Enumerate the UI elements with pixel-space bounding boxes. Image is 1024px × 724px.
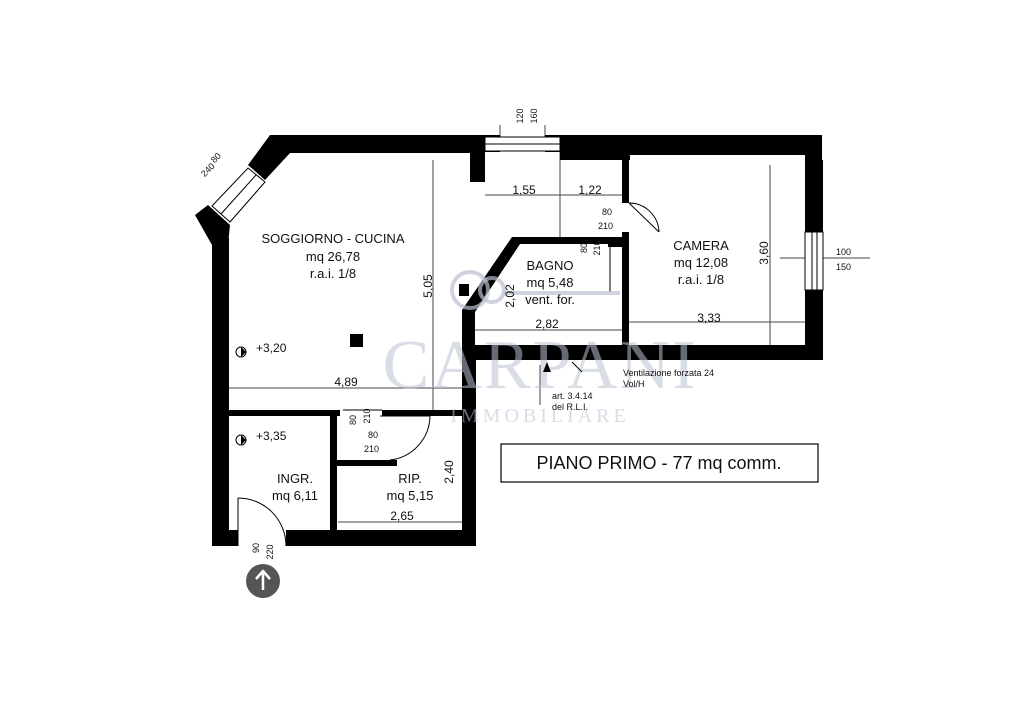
door-entry-b: 220 <box>265 544 275 559</box>
win-top-b: 160 <box>529 108 539 123</box>
win-top-a: 120 <box>515 108 525 123</box>
dim-3-33: 3,33 <box>697 311 721 325</box>
dim-2-02: 2,02 <box>503 284 517 308</box>
dim-1-55: 1,55 <box>512 183 536 197</box>
camera-area: mq 12,08 <box>674 255 728 270</box>
dim-4-89: 4,89 <box>334 375 358 389</box>
watermark-subtitle: IMMOBILIARE <box>450 405 630 427</box>
ripostiglio-name: RIP. <box>398 471 422 486</box>
camera-rai: r.a.i. 1/8 <box>678 272 724 287</box>
door-rip-b: 210 <box>364 444 379 454</box>
vent-leader <box>571 361 583 373</box>
vent-note-1: Ventilazione forzata 24 <box>623 368 714 378</box>
door-bagno-b: 210 <box>592 240 602 255</box>
watermark-brand: CARPANI <box>383 327 698 404</box>
door-bagno-a: 80 <box>579 243 589 253</box>
walls <box>195 135 823 546</box>
soggiorno-area: mq 26,78 <box>306 249 360 264</box>
doors <box>237 202 660 547</box>
door-rip-a: 80 <box>368 430 378 440</box>
level-entry: +3,35 <box>256 429 287 443</box>
level-marker-living <box>235 346 247 358</box>
bagno-name: BAGNO <box>527 258 574 273</box>
bagno-note: vent. for. <box>525 292 575 307</box>
camera-name: CAMERA <box>673 238 729 253</box>
ingresso-area: mq 6,11 <box>272 488 318 503</box>
art-note-1: art. 3.4.14 <box>552 391 593 401</box>
art-note-2: del R.L.I. <box>552 402 588 412</box>
dim-5-05: 5,05 <box>421 274 435 298</box>
title-box <box>500 443 819 483</box>
dim-2-82: 2,82 <box>535 317 559 331</box>
win-right-a: 100 <box>836 247 851 257</box>
soggiorno-name: SOGGIORNO - CUCINA <box>261 231 404 246</box>
vent-note-2: Vol/H <box>623 379 645 389</box>
dim-2-65: 2,65 <box>390 509 414 523</box>
dim-1-22: 1,22 <box>578 183 602 197</box>
win-right-b: 150 <box>836 262 851 272</box>
ripostiglio-area: mq 5,15 <box>387 488 434 503</box>
windows <box>211 136 824 291</box>
level-marker-entry <box>235 434 247 446</box>
door-cam-b: 210 <box>598 221 613 231</box>
north-arrow-icon <box>246 564 280 598</box>
vent-arrow-icon <box>543 362 551 372</box>
dim-2-40: 2,40 <box>442 460 456 484</box>
ingresso-name: INGR. <box>277 471 313 486</box>
level-living: +3,20 <box>256 341 287 355</box>
plan-title: PIANO PRIMO - 77 mq comm. <box>536 453 781 473</box>
soggiorno-rai: r.a.i. 1/8 <box>310 266 356 281</box>
thin-lines <box>228 125 870 530</box>
door-entry-a: 90 <box>251 543 261 553</box>
watermark-key-icon <box>450 270 620 310</box>
dim-3-60: 3,60 <box>757 241 771 265</box>
door-mid-a: 80 <box>348 415 358 425</box>
door-cam-a: 80 <box>602 207 612 217</box>
door-mid-b: 210 <box>362 408 372 423</box>
bagno-area: mq 5,48 <box>527 275 574 290</box>
